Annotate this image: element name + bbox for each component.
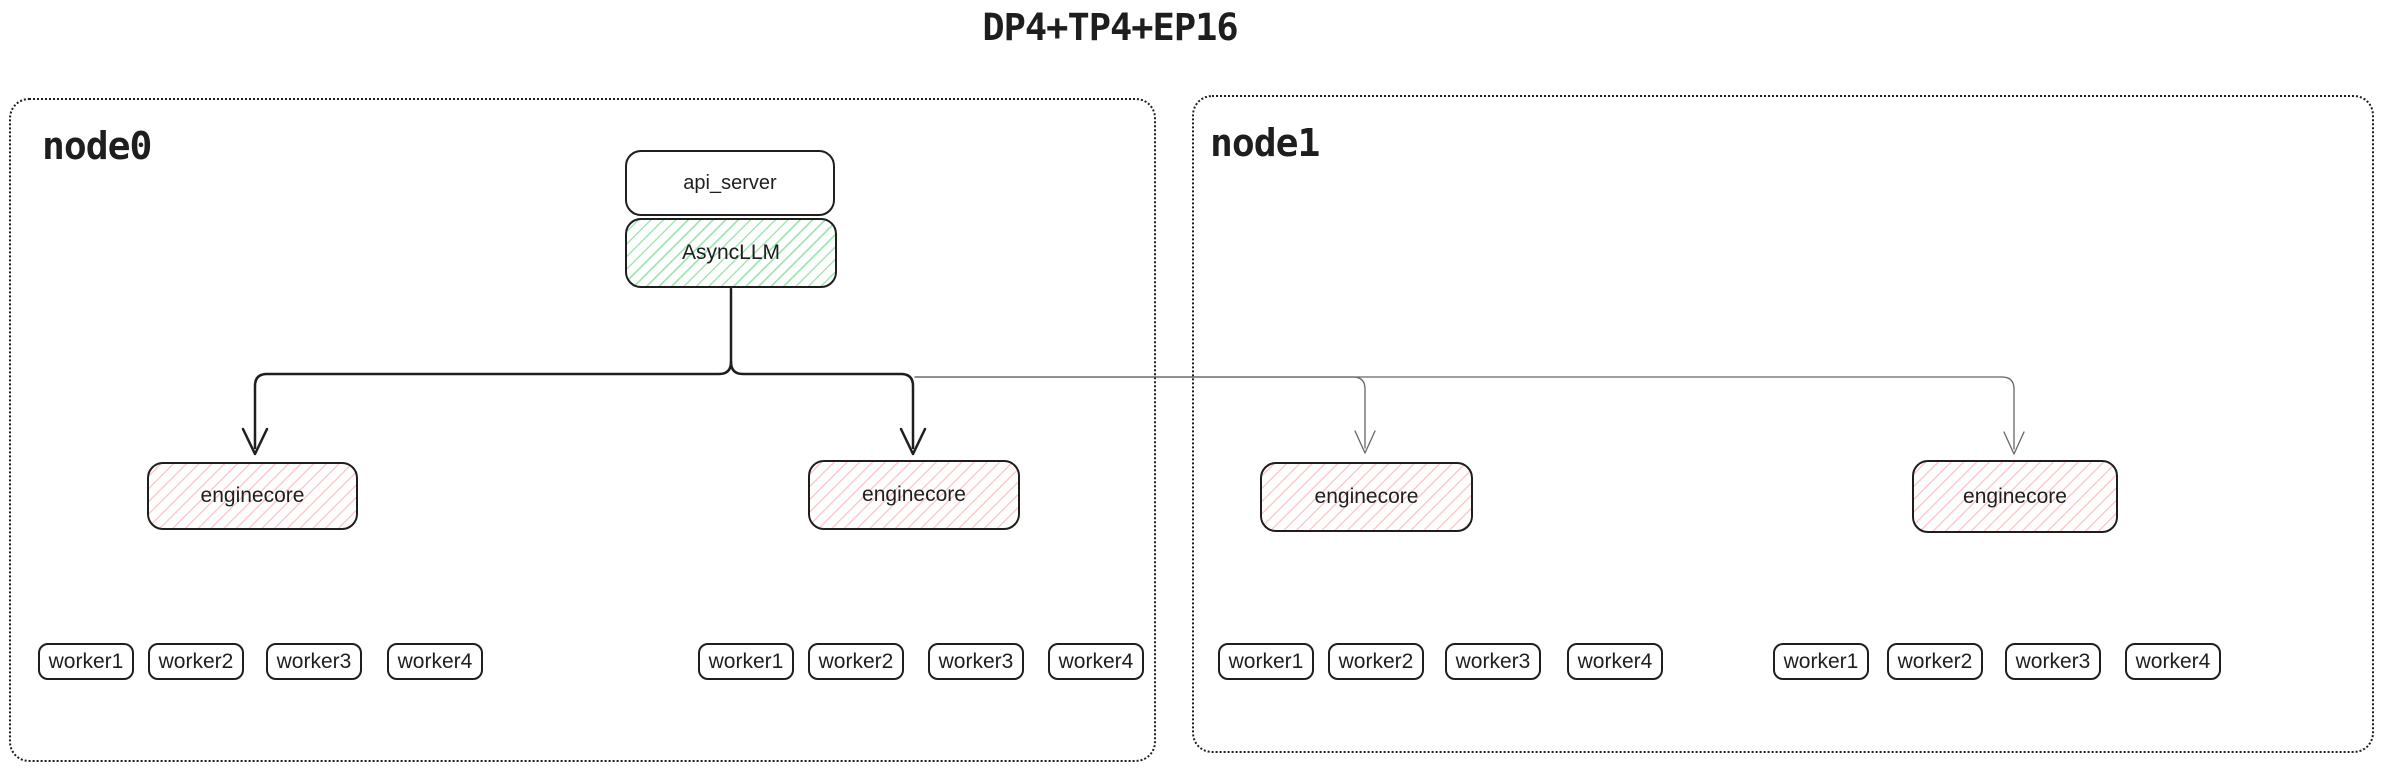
worker-box: worker2 xyxy=(808,643,904,680)
worker-box: worker3 xyxy=(2005,643,2101,680)
worker-box: worker1 xyxy=(698,643,794,680)
worker-box: worker3 xyxy=(928,643,1024,680)
worker-box: worker3 xyxy=(266,643,362,680)
enginecore-box-4: enginecore xyxy=(1912,460,2118,533)
enginecore-label: enginecore xyxy=(1314,485,1419,508)
api-server-box: api_server xyxy=(625,150,835,216)
worker-box: worker1 xyxy=(1218,643,1314,680)
asyncllm-box: AsyncLLM xyxy=(625,218,837,288)
worker-box: worker3 xyxy=(1445,643,1541,680)
enginecore-box-1: enginecore xyxy=(147,462,358,530)
worker-box: worker4 xyxy=(1048,643,1144,680)
node0-label: node0 xyxy=(42,124,152,168)
worker-box: worker1 xyxy=(38,643,134,680)
enginecore-box-3: enginecore xyxy=(1260,462,1473,532)
api-server-label: api_server xyxy=(683,171,777,194)
worker-box: worker4 xyxy=(1567,643,1663,680)
worker-box: worker2 xyxy=(1328,643,1424,680)
diagram-title: DP4+TP4+EP16 xyxy=(982,6,1238,49)
worker-box: worker4 xyxy=(387,643,483,680)
enginecore-label: enginecore xyxy=(1963,484,2067,508)
enginecore-box-2: enginecore xyxy=(808,460,1020,530)
enginecore-label: enginecore xyxy=(862,483,966,506)
worker-box: worker2 xyxy=(1887,643,1983,680)
node1-label: node1 xyxy=(1210,121,1320,165)
worker-box: worker4 xyxy=(2125,643,2221,680)
worker-box: worker2 xyxy=(148,643,244,680)
enginecore-label: enginecore xyxy=(200,484,305,507)
asyncllm-label: AsyncLLM xyxy=(681,241,781,264)
worker-box: worker1 xyxy=(1773,643,1869,680)
